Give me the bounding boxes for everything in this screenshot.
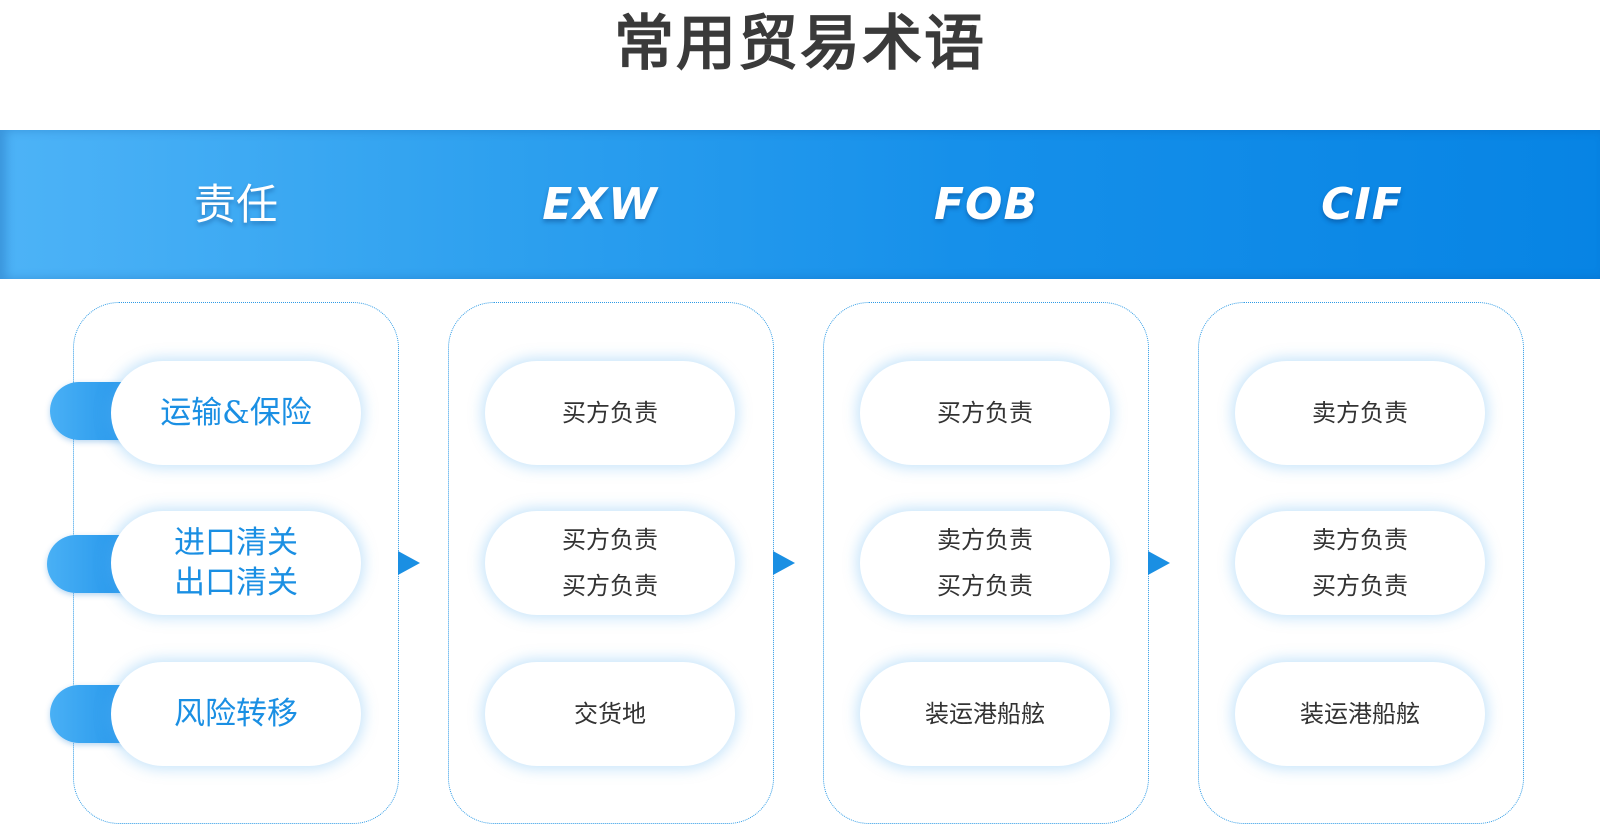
cell-text: 卖方负责 [937,526,1033,554]
fob-transport-cell: 买方负责 [860,361,1110,465]
exw-risk-cell: 交货地 [485,662,735,766]
cell-text: 卖方负责 [1312,399,1408,427]
row-label-line: 进口清关 [174,525,298,561]
arrow-right-icon [398,551,420,575]
header-col-fob: FOB [934,179,1038,230]
cell-text: 装运港船舷 [925,700,1045,728]
cell-text: 卖方负责 [1312,526,1408,554]
fob-risk-cell: 装运港船舷 [860,662,1110,766]
cell-text: 买方负责 [562,399,658,427]
row-label-risk: 风险转移 [111,662,361,766]
cif-risk-cell: 装运港船舷 [1235,662,1485,766]
page-title: 常用贸易术语 [614,9,986,79]
arrow-right-icon [773,551,795,575]
exw-transport-cell: 买方负责 [485,361,735,465]
arrow-right-icon [1148,551,1170,575]
header-col-cif: CIF [1321,179,1403,230]
cell-text: 装运港船舷 [1300,700,1420,728]
panel-cif [1198,302,1524,824]
fob-customs-cell: 卖方负责 买方负责 [860,511,1110,615]
cif-transport-cell: 卖方负责 [1235,361,1485,465]
cif-customs-cell: 卖方负责 买方负责 [1235,511,1485,615]
row-label-customs: 进口清关 出口清关 [111,511,361,615]
row-label-line: 出口清关 [174,565,298,601]
cell-text: 买方负责 [562,572,658,600]
cell-text: 买方负责 [1312,572,1408,600]
row-label-transport: 运输&保险 [111,361,361,465]
row-label-line: 运输&保险 [160,395,312,431]
cell-text: 买方负责 [937,399,1033,427]
cell-text: 交货地 [574,700,646,728]
row-label-line: 风险转移 [174,696,298,732]
header-col-exw: EXW [542,179,658,230]
cell-text: 买方负责 [562,526,658,554]
header-band: 责任 EXW FOB CIF [0,130,1600,279]
header-col-responsibility: 责任 [193,180,278,229]
exw-customs-cell: 买方负责 买方负责 [485,511,735,615]
cell-text: 买方负责 [937,572,1033,600]
